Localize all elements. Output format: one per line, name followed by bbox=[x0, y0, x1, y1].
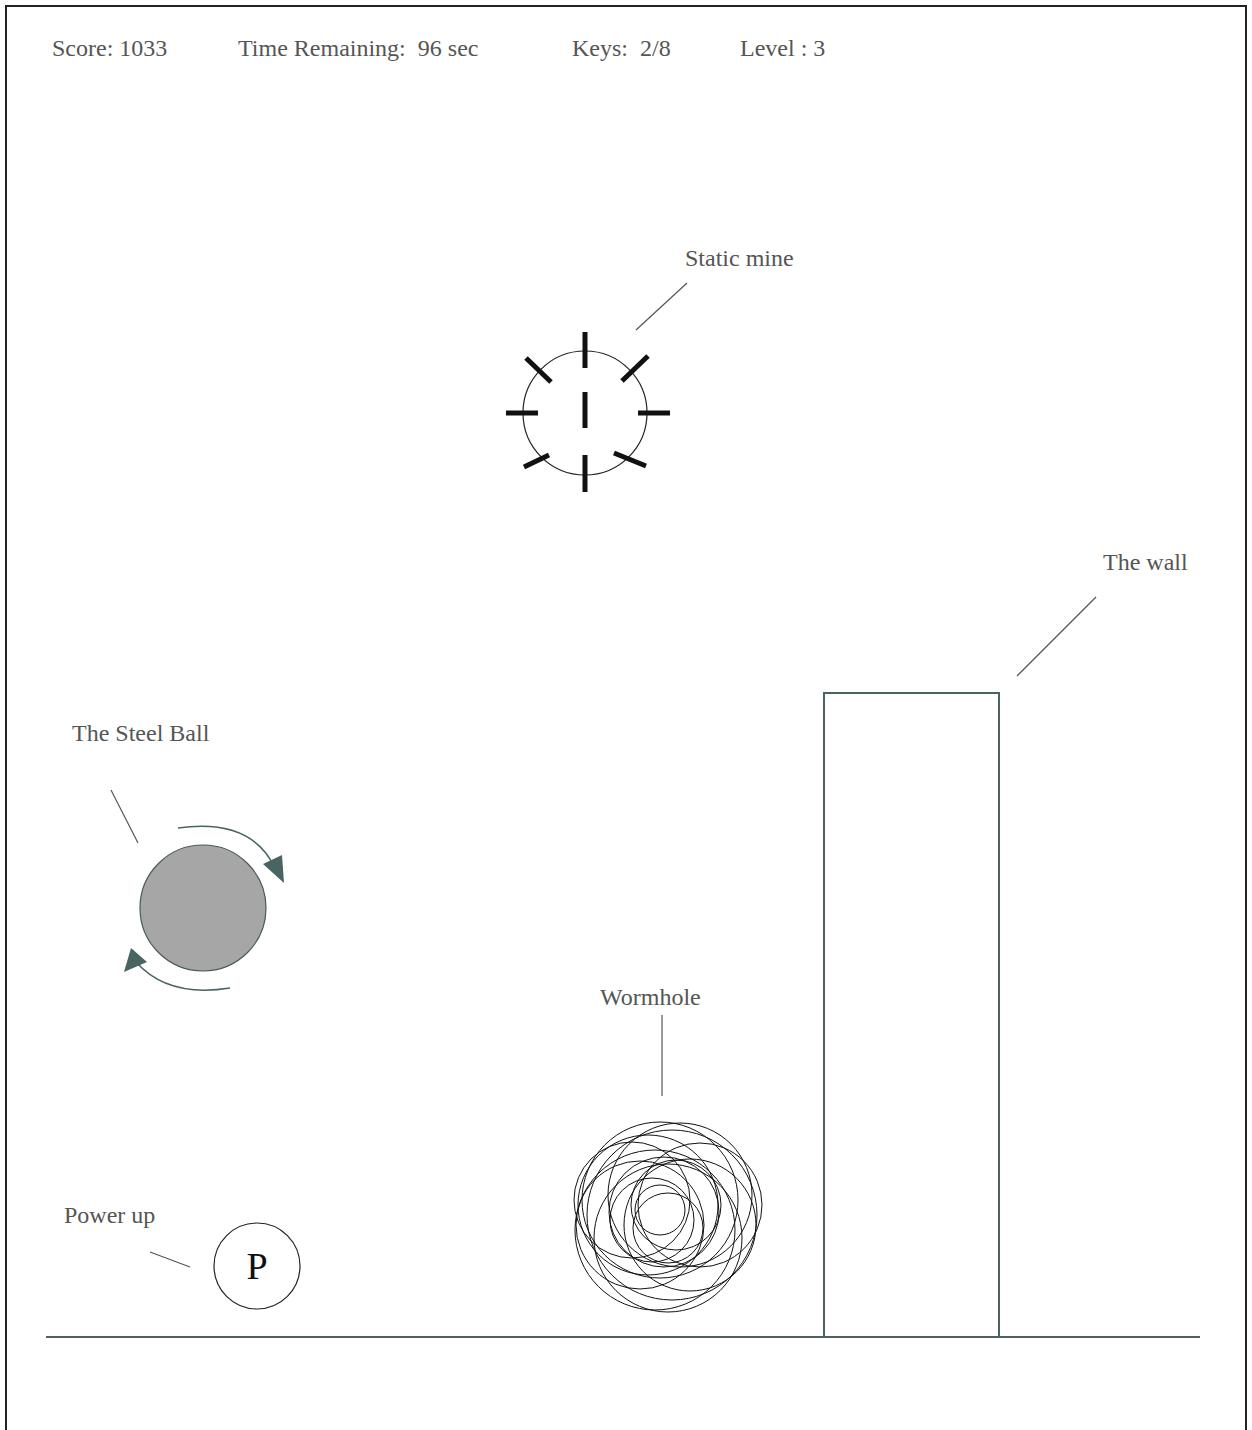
leader-line bbox=[150, 1252, 190, 1267]
callout-label: Static mine bbox=[685, 244, 794, 272]
powerup-letter: P bbox=[213, 1222, 301, 1310]
circle-outline bbox=[214, 1223, 300, 1309]
leader-line bbox=[111, 790, 138, 843]
callout-label: The Steel Ball bbox=[72, 719, 209, 747]
timer-readout: Time Remaining: 96 sec bbox=[238, 34, 478, 62]
rotation-arc bbox=[136, 962, 230, 990]
steel-ball bbox=[140, 845, 266, 971]
leader-line bbox=[1017, 597, 1096, 676]
level-readout: Level : 3 bbox=[740, 34, 825, 62]
leader-line bbox=[661, 1015, 662, 1096]
screen-frame bbox=[6, 6, 1246, 1430]
wall-block bbox=[824, 693, 999, 1337]
static-mine bbox=[506, 332, 670, 492]
rotation-arrowhead bbox=[263, 855, 284, 883]
callout-label: Wormhole bbox=[600, 983, 701, 1011]
ground-line bbox=[46, 1336, 1200, 1338]
callout-label: Power up bbox=[64, 1201, 155, 1229]
powerup-circle: P bbox=[213, 1222, 301, 1310]
rotation-arrowhead bbox=[124, 948, 147, 972]
wormhole-swirl bbox=[574, 1122, 762, 1312]
score-readout: Score: 1033 bbox=[52, 34, 167, 62]
rotation-arc bbox=[178, 826, 274, 866]
leader-line bbox=[636, 283, 687, 330]
keys-readout: Keys: 2/8 bbox=[572, 34, 671, 62]
callout-label: The wall bbox=[1103, 548, 1188, 576]
